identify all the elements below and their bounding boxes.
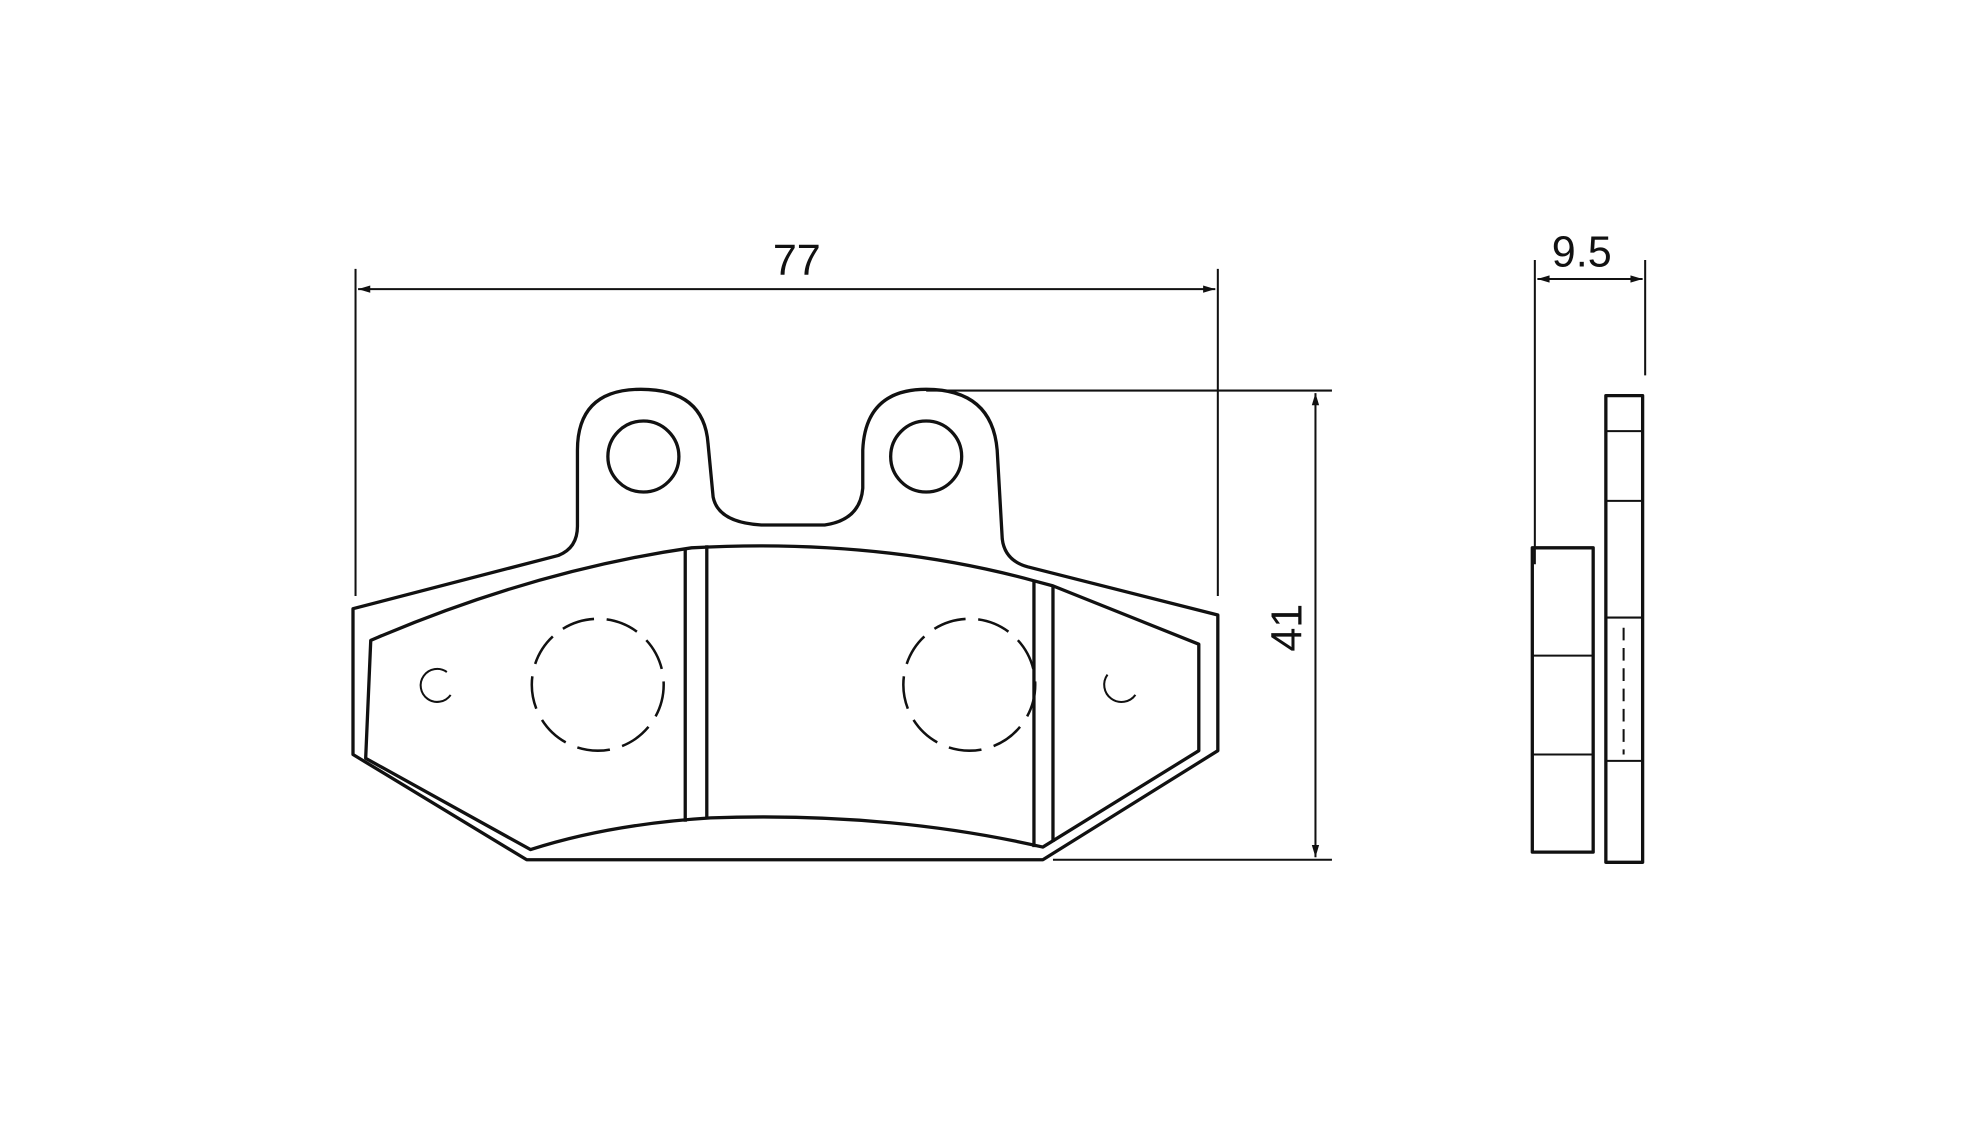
piston-circle (902, 617, 1037, 752)
side-view (1530, 393, 1645, 864)
thickness-dimension-label: 9.5 (1552, 228, 1612, 276)
mounting-hole (606, 419, 681, 494)
dimension-width: 77 (354, 237, 1219, 596)
width-dimension-label: 77 (773, 237, 821, 285)
piston-circle (530, 617, 665, 752)
backing-plate-outline (351, 387, 1220, 862)
friction-pad-outline (364, 544, 1201, 852)
dimension-height: 41 (926, 389, 1332, 861)
mounting-hole (889, 419, 964, 494)
front-view (351, 387, 1220, 862)
small-hole (419, 667, 452, 703)
small-hole (1103, 674, 1137, 704)
height-dimension-label: 41 (1264, 604, 1312, 652)
dimension-thickness: 9.5 (1533, 228, 1647, 565)
